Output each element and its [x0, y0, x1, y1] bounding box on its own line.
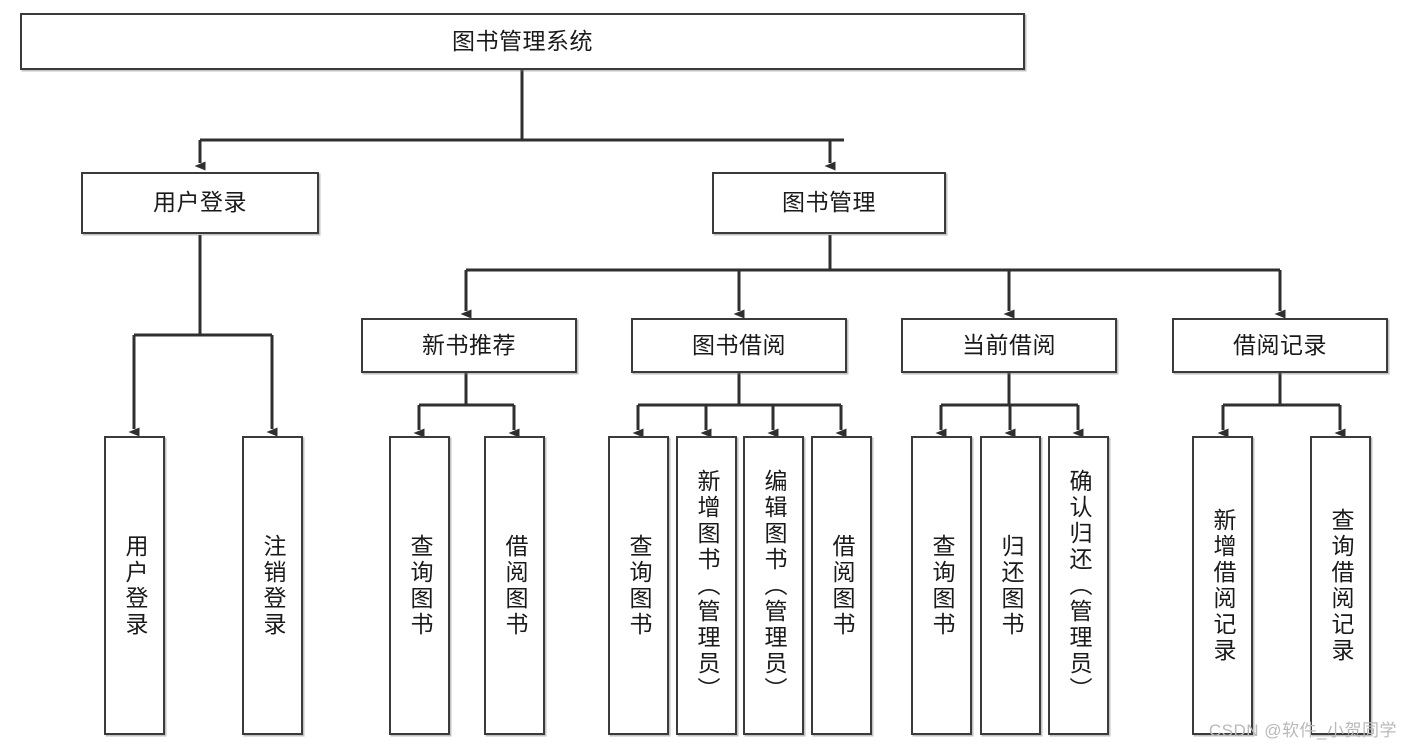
- leaf-logout[interactable]: 注销登录: [242, 436, 303, 735]
- leaf-bookborrow-add-book[interactable]: 新增图书（管理员）: [676, 436, 737, 735]
- leaf-bookborrow-query-book[interactable]: 查询图书: [608, 436, 669, 735]
- leaf-borrowrecord-add-record[interactable]: 新增借阅记录: [1192, 436, 1253, 735]
- node-book-borrow-label: 图书借阅: [692, 331, 786, 358]
- leaf-currentborrow-query-book[interactable]: 查询图书: [911, 436, 972, 735]
- node-book-borrow[interactable]: 图书借阅: [631, 318, 847, 373]
- leaf-newbook-borrow-book-label: 借阅图书: [502, 533, 528, 638]
- watermark: CSDN @软件_小贺同学: [1208, 721, 1397, 740]
- node-user-login-label: 用户登录: [153, 189, 247, 216]
- node-current-borrow[interactable]: 当前借阅: [901, 318, 1117, 373]
- leaf-logout-label: 注销登录: [260, 533, 286, 638]
- leaf-borrowrecord-query-record-label: 查询借阅记录: [1328, 507, 1354, 664]
- leaf-currentborrow-query-book-label: 查询图书: [929, 533, 955, 638]
- leaf-bookborrow-edit-book-label: 编辑图书（管理员）: [761, 468, 787, 703]
- leaf-bookborrow-add-book-label: 新增图书（管理员）: [694, 468, 720, 703]
- leaf-currentborrow-return-book-label: 归还图书: [998, 533, 1024, 638]
- node-user-login[interactable]: 用户登录: [81, 172, 319, 234]
- node-book-manage-label: 图书管理: [782, 189, 876, 216]
- leaf-currentborrow-return-book[interactable]: 归还图书: [980, 436, 1041, 735]
- leaf-bookborrow-edit-book[interactable]: 编辑图书（管理员）: [743, 436, 804, 735]
- node-root-system-label: 图书管理系统: [452, 27, 593, 54]
- leaf-user-login-label: 用户登录: [122, 533, 148, 638]
- leaf-currentborrow-confirm-return[interactable]: 确认归还（管理员）: [1048, 436, 1109, 735]
- leaf-bookborrow-borrow-book[interactable]: 借阅图书: [811, 436, 872, 735]
- leaf-bookborrow-query-book-label: 查询图书: [626, 533, 652, 638]
- leaf-bookborrow-borrow-book-label: 借阅图书: [829, 533, 855, 638]
- node-borrow-record-label: 借阅记录: [1233, 331, 1327, 358]
- leaf-newbook-borrow-book[interactable]: 借阅图书: [484, 436, 545, 735]
- node-book-manage[interactable]: 图书管理: [712, 172, 946, 234]
- leaf-borrowrecord-add-record-label: 新增借阅记录: [1210, 507, 1236, 664]
- leaf-currentborrow-confirm-return-label: 确认归还（管理员）: [1066, 468, 1092, 703]
- leaf-borrowrecord-query-record[interactable]: 查询借阅记录: [1310, 436, 1371, 735]
- node-current-borrow-label: 当前借阅: [962, 331, 1056, 358]
- node-new-book-recommend[interactable]: 新书推荐: [361, 318, 577, 373]
- leaf-newbook-query-book[interactable]: 查询图书: [389, 436, 450, 735]
- node-borrow-record[interactable]: 借阅记录: [1172, 318, 1388, 373]
- leaf-newbook-query-book-label: 查询图书: [407, 533, 433, 638]
- node-root-system[interactable]: 图书管理系统: [20, 13, 1025, 70]
- node-new-book-recommend-label: 新书推荐: [422, 331, 516, 358]
- leaf-user-login[interactable]: 用户登录: [104, 436, 165, 735]
